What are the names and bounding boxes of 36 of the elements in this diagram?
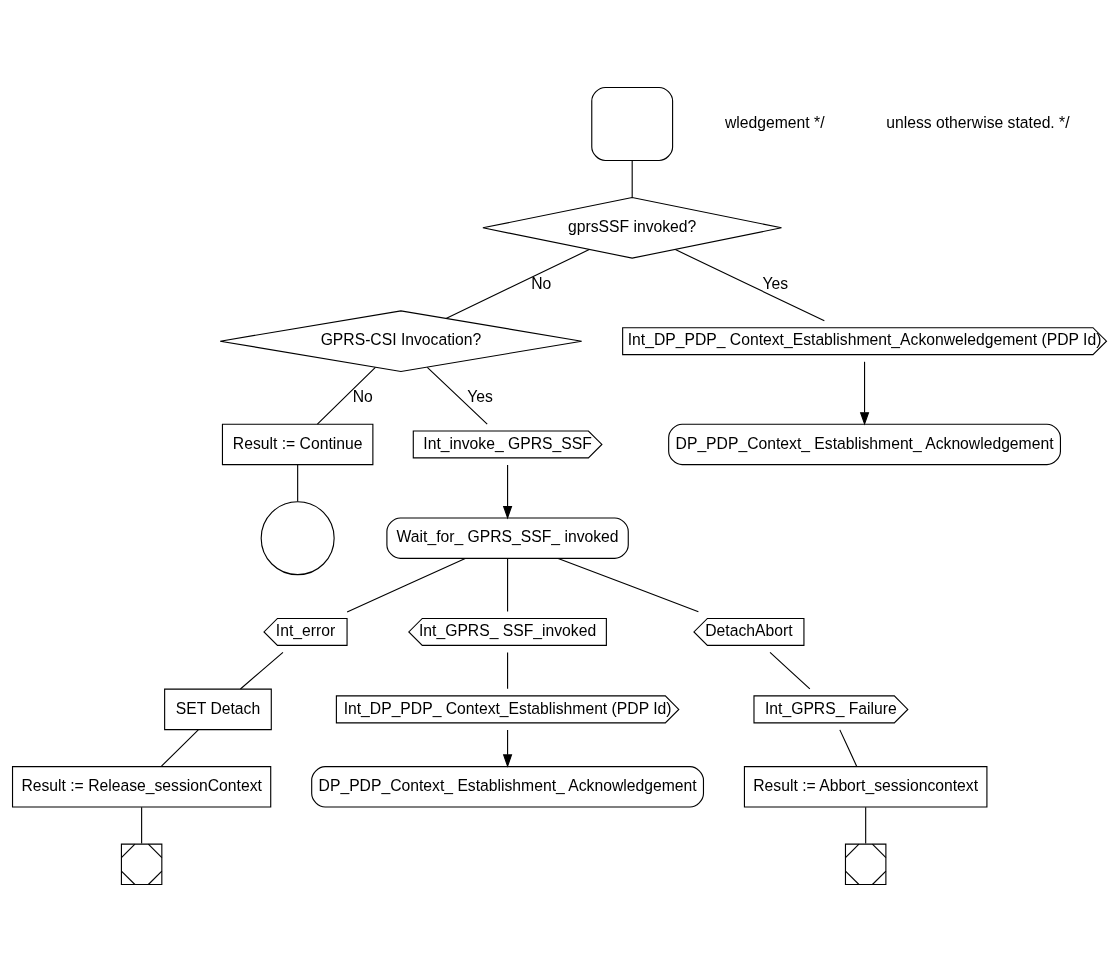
label: wledgement */ [724,114,825,132]
node-box [591,86,674,161]
connector [839,729,858,767]
node-diamond: gprsSSF invoked? [482,196,783,259]
arrow [859,361,870,426]
connector [674,249,825,322]
connector [507,651,509,690]
connector [769,651,811,690]
connector [507,558,509,612]
node-diamond: GPRS-CSI Invocation? [219,310,583,373]
label: unless otherwise stated. */ [886,114,1070,132]
connector [160,729,199,767]
arrow [502,729,513,768]
connector [316,366,376,425]
edge-label: Yes [762,274,789,292]
connector [346,557,466,613]
connector [297,464,299,502]
connector [141,806,143,845]
node-box: Result := Release_sessionContext [11,766,272,808]
edge-label: No [531,274,552,292]
node-box: Result := Continue [221,423,374,466]
node-box: DP_PDP_Context_ Establishment_ Acknowledgement [668,423,1061,466]
node-box: Wait_for_ GPRS_SSF_ invoked [386,517,629,559]
node-box: Result := Abbort_sessioncontext [743,766,988,808]
connector [865,806,867,845]
connector [557,557,699,613]
node-box: SET Detach [164,688,272,731]
node-circle [260,501,335,576]
edge-label: No [352,388,373,406]
connector [426,366,488,425]
arrow [502,464,513,520]
node-box: DP_PDP_Context_ Establishment_ Acknowledgement [311,766,705,808]
connector [239,651,284,690]
connector [631,160,633,198]
connector [445,249,590,319]
edge-label: Yes [467,388,493,406]
